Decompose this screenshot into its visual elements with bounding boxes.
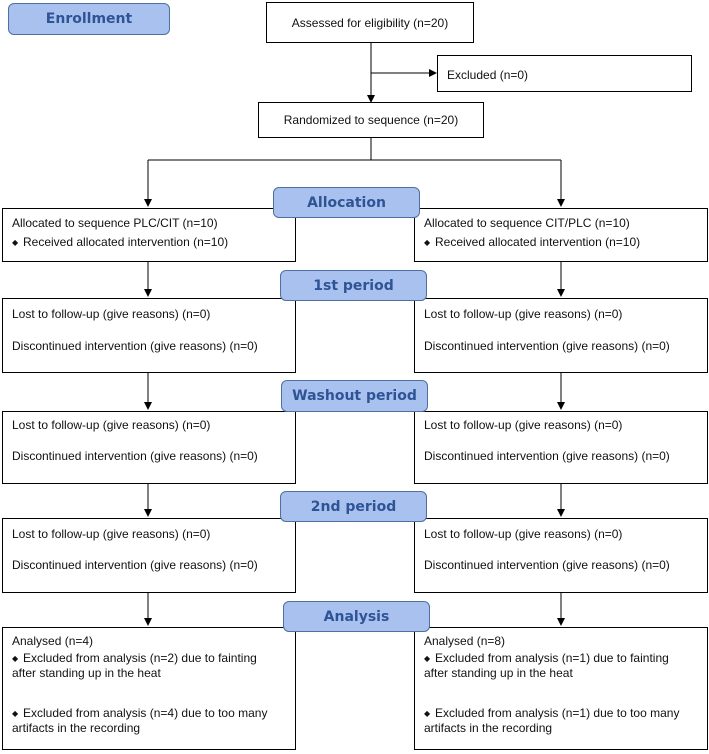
left-excl1-line: ◆Excluded from analysis (n=2) due to fai… <box>12 651 282 680</box>
right-wo-lost: Lost to follow-up (give reasons) (n=0) <box>424 418 623 432</box>
stage-allocation: Allocation <box>273 187 420 218</box>
left-p2-box: Lost to follow-up (give reasons) (n=0) D… <box>2 518 296 593</box>
right-p1-box: Lost to follow-up (give reasons) (n=0) D… <box>414 298 708 373</box>
left-p2-lost: Lost to follow-up (give reasons) (n=0) <box>12 527 211 541</box>
left-washout-box: Lost to follow-up (give reasons) (n=0) D… <box>2 411 296 484</box>
right-p1-disc: Discontinued intervention (give reasons)… <box>424 339 670 353</box>
right-p2-box: Lost to follow-up (give reasons) (n=0) D… <box>414 518 708 593</box>
left-analysis-box: Analysed (n=4) ◆Excluded from analysis (… <box>2 627 296 750</box>
bullet-icon: ◆ <box>424 654 431 663</box>
bullet-icon: ◆ <box>12 654 19 663</box>
left-received-line: ◆ Received allocated intervention (n=10) <box>12 235 228 250</box>
excluded-box: Excluded (n=0) <box>437 55 692 92</box>
left-p1-disc: Discontinued intervention (give reasons)… <box>12 339 258 353</box>
right-allocation-box: Allocated to sequence CIT/PLC (n=10) ◆ Re… <box>414 208 708 262</box>
left-allocation-box: Allocated to sequence PLC/CIT (n=10) ◆ Re… <box>2 208 296 262</box>
bullet-icon: ◆ <box>424 709 431 718</box>
bullet-icon: ◆ <box>12 709 19 718</box>
left-excl2-text: Excluded from analysis (n=4) due to too … <box>12 706 268 735</box>
right-p2-lost: Lost to follow-up (give reasons) (n=0) <box>424 527 623 541</box>
assessed-box: Assessed for eligibility (n=20) <box>266 2 474 43</box>
right-excl2-line: ◆Excluded from analysis (n=1) due to too… <box>424 706 694 735</box>
right-p1-lost: Lost to follow-up (give reasons) (n=0) <box>424 307 623 321</box>
stage-2nd-period: 2nd period <box>280 491 427 522</box>
left-p1-box: Lost to follow-up (give reasons) (n=0) D… <box>2 298 296 373</box>
right-analysed: Analysed (n=8) <box>424 634 506 648</box>
stage-washout-period: Washout period <box>281 380 428 412</box>
bullet-icon: ◆ <box>424 238 431 247</box>
left-p2-disc: Discontinued intervention (give reasons)… <box>12 558 258 572</box>
right-excl1-line: ◆Excluded from analysis (n=1) due to fai… <box>424 651 694 680</box>
right-analysis-box: Analysed (n=8) ◆Excluded from analysis (… <box>414 627 708 750</box>
right-excl1-text: Excluded from analysis (n=1) due to fain… <box>424 651 669 680</box>
right-received-text: Received allocated intervention (n=10) <box>435 235 641 249</box>
right-received-line: ◆ Received allocated intervention (n=10) <box>424 235 640 250</box>
right-wo-disc: Discontinued intervention (give reasons)… <box>424 449 670 463</box>
left-wo-disc: Discontinued intervention (give reasons)… <box>12 449 258 463</box>
right-excl2-text: Excluded from analysis (n=1) due to too … <box>424 706 680 735</box>
stage-analysis: Analysis <box>283 601 430 632</box>
left-excl1-text: Excluded from analysis (n=2) due to fain… <box>12 651 257 680</box>
left-received-text: Received allocated intervention (n=10) <box>23 235 229 249</box>
randomized-box: Randomized to sequence (n=20) <box>258 102 484 138</box>
left-allocated-text: Allocated to sequence PLC/CIT (n=10) <box>12 216 218 230</box>
left-p1-lost: Lost to follow-up (give reasons) (n=0) <box>12 307 211 321</box>
left-wo-lost: Lost to follow-up (give reasons) (n=0) <box>12 418 211 432</box>
stage-1st-period: 1st period <box>280 270 427 301</box>
left-analysed: Analysed (n=4) <box>12 634 94 648</box>
right-p2-disc: Discontinued intervention (give reasons)… <box>424 558 670 572</box>
stage-enrollment: Enrollment <box>8 3 170 35</box>
right-allocated-text: Allocated to sequence CIT/PLC (n=10) <box>424 216 630 230</box>
bullet-icon: ◆ <box>12 238 19 247</box>
left-excl2-line: ◆Excluded from analysis (n=4) due to too… <box>12 706 282 735</box>
right-washout-box: Lost to follow-up (give reasons) (n=0) D… <box>414 411 708 484</box>
